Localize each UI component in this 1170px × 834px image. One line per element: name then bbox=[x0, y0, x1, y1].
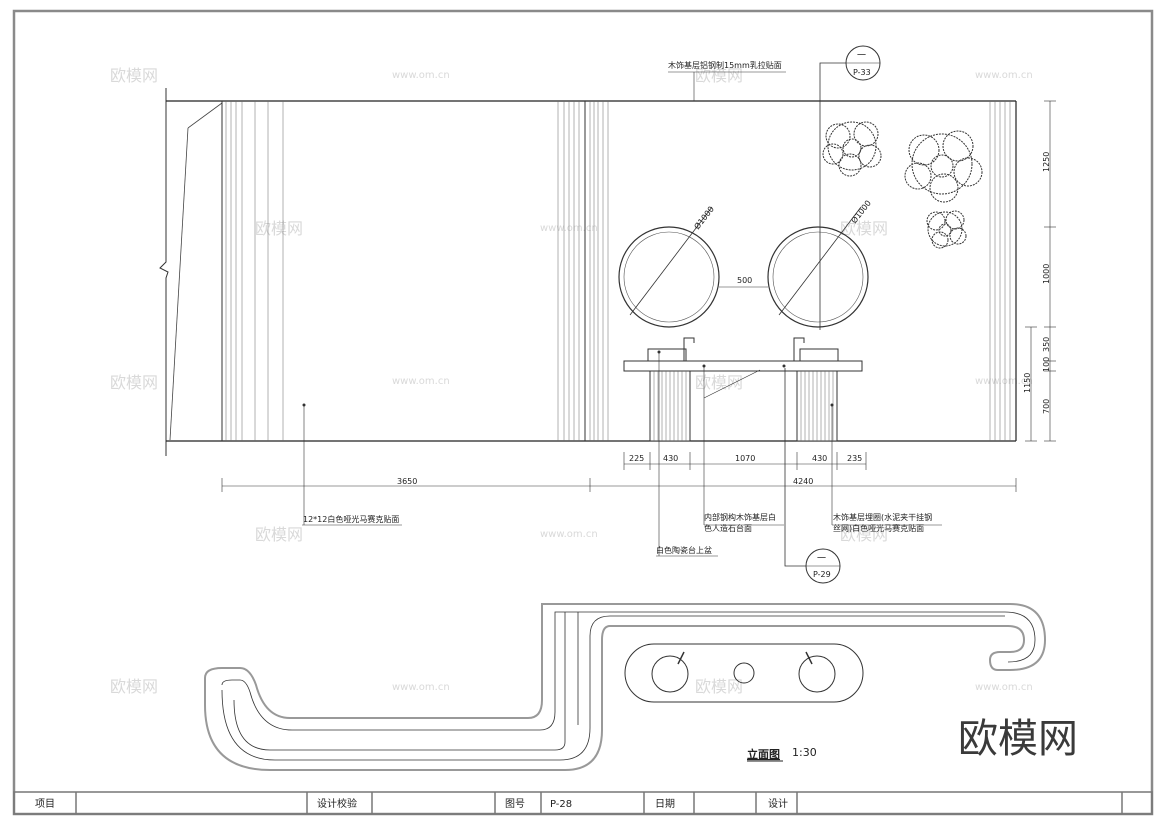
brand-logo: 欧模网 bbox=[958, 716, 1078, 762]
note-top: 木饰基层铝钢制15mm乳拉贴面 bbox=[668, 60, 782, 70]
watermark-layer: 欧模网 www.om.cn 欧模网 www.om.cn 欧模网 www.om.c… bbox=[110, 66, 1033, 696]
note-right-line2: 丝网)白色哑光马赛克贴面 bbox=[833, 523, 924, 533]
dim-bottom-5: 235 bbox=[847, 454, 862, 463]
watermark-brand: 欧模网 bbox=[110, 373, 158, 392]
dim-right-5: 700 bbox=[1042, 399, 1051, 414]
mirror-left-diameter: Ø1000 bbox=[692, 204, 716, 231]
dim-bottom-2: 430 bbox=[663, 454, 678, 463]
watermark-url: www.om.cn bbox=[392, 376, 450, 387]
title-block-date-label: 日期 bbox=[655, 798, 675, 810]
callout-bottom-code: P-29 bbox=[813, 570, 831, 579]
vanity-counter bbox=[623, 337, 863, 442]
watermark-brand: 欧模网 bbox=[110, 677, 158, 696]
dim-right-6: 1150 bbox=[1023, 373, 1032, 393]
watermark-brand: 欧模网 bbox=[255, 219, 303, 238]
watermark-url: www.om.cn bbox=[975, 376, 1033, 387]
annotation-leaders bbox=[302, 71, 942, 557]
leader-dot bbox=[302, 403, 306, 407]
dim-right-4: 100 bbox=[1042, 357, 1051, 372]
dim-right-3: 350 bbox=[1042, 337, 1051, 352]
dim-bottom-4: 430 bbox=[812, 454, 827, 463]
watermark-brand: 欧模网 bbox=[110, 66, 158, 85]
right-dimension-chain bbox=[1025, 100, 1056, 442]
title-block-drawing-no-label: 图号 bbox=[505, 798, 525, 810]
watermark-brand: 欧模网 bbox=[695, 373, 743, 392]
angled-edge bbox=[187, 102, 223, 129]
callout-top-symbol: 一 bbox=[857, 51, 866, 61]
note-center-line1: 内部钢构木饰基层白 bbox=[704, 512, 776, 522]
dim-bottom-1: 225 bbox=[629, 454, 644, 463]
angled-edge bbox=[169, 127, 189, 441]
watermark-url: www.om.cn bbox=[392, 682, 450, 693]
note-right-line1: 木饰基层埋圈(水泥夹干挂钢 bbox=[833, 512, 932, 522]
leader-dot bbox=[657, 350, 661, 354]
mirror-gap-label: 500 bbox=[737, 276, 752, 285]
sheet-border bbox=[12, 9, 1154, 816]
callout-top-code: P-33 bbox=[853, 68, 871, 77]
dim-right-2: 1000 bbox=[1042, 264, 1051, 284]
drawing-title: 立面图 bbox=[747, 747, 780, 761]
break-line bbox=[159, 88, 169, 456]
drawing-scale: 1:30 bbox=[792, 746, 817, 759]
flower-decoration-icon bbox=[822, 121, 983, 249]
title-block-design-check-label: 设计校验 bbox=[317, 797, 357, 810]
mirror-left bbox=[618, 206, 720, 328]
watermark-url: www.om.cn bbox=[540, 529, 598, 540]
section-callout-top bbox=[819, 45, 881, 330]
dim-bottom-total-right: 4240 bbox=[793, 477, 813, 486]
dim-right-1: 1250 bbox=[1042, 152, 1051, 172]
watermark-brand: 欧模网 bbox=[840, 525, 888, 544]
watermark-url: www.om.cn bbox=[392, 70, 450, 81]
leader-dot bbox=[702, 364, 706, 368]
leader-dot bbox=[830, 403, 834, 407]
title-block-drawing-no-value: P-28 bbox=[550, 799, 572, 810]
dim-bottom-total-left: 3650 bbox=[397, 477, 417, 486]
title-block-design-label: 设计 bbox=[768, 797, 788, 810]
leader-dot bbox=[782, 364, 786, 368]
watermark-brand: 欧模网 bbox=[695, 677, 743, 696]
title-block-project-label: 项目 bbox=[35, 798, 55, 810]
bottom-dimension-chain bbox=[221, 452, 1017, 492]
watermark-brand: 欧模网 bbox=[695, 66, 743, 85]
plan-view bbox=[204, 603, 1047, 771]
note-basin: 白色陶瓷台上盆 bbox=[656, 545, 712, 555]
note-center-line2: 色人造石台面 bbox=[704, 523, 752, 533]
watermark-brand: 欧模网 bbox=[255, 525, 303, 544]
wall-elevation bbox=[166, 100, 1017, 442]
title-block bbox=[13, 791, 1153, 815]
note-left: 12*12白色哑光马赛克贴面 bbox=[303, 514, 399, 524]
watermark-url: www.om.cn bbox=[975, 70, 1033, 81]
watermark-brand: 欧模网 bbox=[840, 219, 888, 238]
callout-bottom-symbol: 一 bbox=[817, 554, 826, 564]
watermark-url: www.om.cn bbox=[975, 682, 1033, 693]
section-callout-bottom bbox=[784, 368, 841, 584]
dim-bottom-3: 1070 bbox=[735, 454, 755, 463]
